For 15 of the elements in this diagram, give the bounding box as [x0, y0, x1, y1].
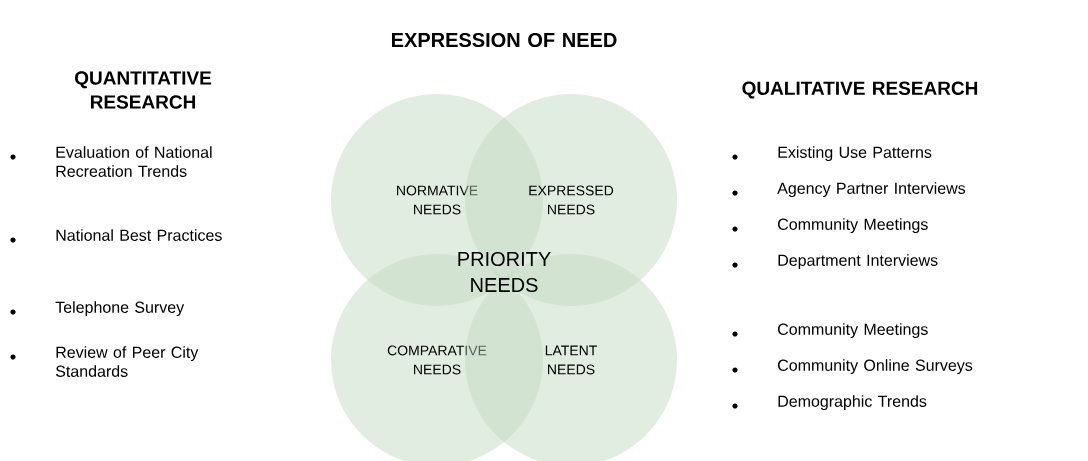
list-item: Demographic Trends: [778, 395, 927, 411]
column-heading: QUALITATIVE RESEARCH: [742, 81, 978, 99]
center-label: PRIORITY NEEDS: [458, 251, 551, 293]
list-item: Telephone Survey: [55, 301, 185, 317]
list-item: Department Interviews: [778, 254, 938, 270]
list-item: Agency Partner Interviews: [777, 182, 966, 198]
list-item: Review of Peer City Standards: [55, 346, 199, 377]
list-item: Evaluation of National Recreation Trends: [56, 146, 212, 177]
list-item: Community Meetings: [778, 218, 928, 234]
list-item: National Best Practices: [56, 229, 222, 241]
list-item: Community Meetings: [778, 323, 928, 339]
list-item: Existing Use Patterns: [778, 146, 932, 162]
column-heading: QUANTITATIVE RESEARCH: [75, 71, 212, 109]
diagram-title: EXPRESSION OF NEED: [392, 32, 617, 48]
list-item: Community Online Surveys: [778, 359, 973, 375]
